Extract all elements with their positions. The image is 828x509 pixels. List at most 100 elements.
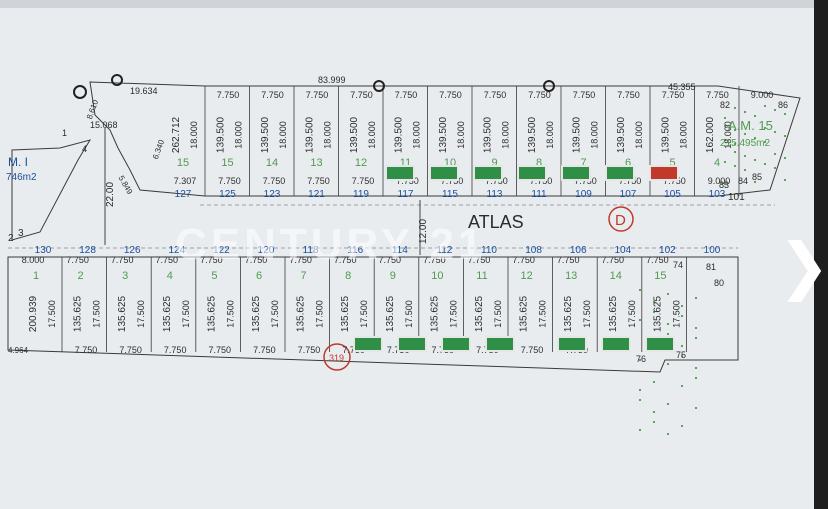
bottom-lot-depth: 135.625 [206,295,217,332]
top-lot-width: 18.000 [367,121,377,149]
bottom-lot-depth: 135.625 [429,295,440,332]
bottom-back-label: 7.750 [75,345,98,355]
sold-sign-icon [353,336,383,352]
bottom-back-label: 7.750 [521,345,544,355]
green-dot [694,296,698,300]
bottom-lot-width: 17.500 [136,300,146,328]
top-house-number: 127 [175,189,192,200]
top-frontage-label: 7.750 [261,90,284,100]
top-lot-width: 18.000 [590,121,600,149]
chevron-right-icon: ❯ [778,228,828,302]
top-left-length: 19.634 [130,86,158,96]
top-lot-number: 5 [669,157,675,169]
green-num-86: 86 [778,100,788,110]
survey-marker-icon [373,80,385,92]
corner-2: 2 [8,233,14,244]
top-frontage-label: 7.750 [306,90,329,100]
bottom-house-number: 100 [704,245,721,256]
bottom-lot-width: 17.500 [671,300,681,328]
top-lot-depth: 139.500 [527,116,538,153]
green-dot [763,104,767,108]
top-lot-depth: 162.000 [705,116,716,153]
bottom-house-number: 114 [392,245,408,256]
top-house-number: 121 [308,189,325,200]
sold-sign-icon [429,165,459,181]
top-lot-width: 18.000 [456,121,466,149]
green-num-83: 83 [719,180,729,190]
left-block-area: 746m2 [6,172,37,183]
sold-sign-markers [353,165,679,352]
bottom-house-number: 130 [35,245,52,256]
bottom-house-number: 116 [347,245,363,256]
green-dot [694,376,698,380]
bottom-frontage-label: 8.000 [22,255,45,265]
extra-num-74: 74 [673,260,683,270]
green-num-82: 82 [720,100,730,110]
bottom-lot-depth: 135.625 [251,295,262,332]
bottom-back-label: 7.750 [164,345,187,355]
green-dot [763,126,767,130]
green-dot [773,152,777,156]
top-lot-front: 7.750 [263,176,286,186]
green-dot [680,384,684,388]
top-house-number: 125 [219,189,236,200]
sold-sign-icon [601,336,631,352]
green-dot [783,178,787,182]
green-dot [743,154,747,158]
green-dot [773,166,777,170]
bottom-lot-width: 17.500 [627,300,637,328]
green-dot [680,354,684,358]
bottom-lot-number: 5 [211,270,217,282]
top-house-number: 119 [353,189,369,200]
extra-num-76: 76 [636,354,646,364]
top-lot-width: 18.000 [412,121,422,149]
corner-4: 4 [82,144,87,154]
bottom-lot-width: 17.500 [359,300,369,328]
manzana-circle [608,206,634,232]
green-num-84: 84 [738,176,748,186]
survey-marker-icon [73,85,87,99]
top-house-number: 107 [620,189,637,200]
bottom-lot-depth: 135.625 [652,295,663,332]
green-dot [753,136,757,140]
top-lot-front: 7.750 [218,176,241,186]
survey-marker-icon [543,80,555,92]
green-dot [652,380,656,384]
top-lot-width: 18.000 [323,121,333,149]
green-dot [783,112,787,116]
green-dot [638,398,642,402]
green-dot [666,322,670,326]
bottom-house-number: 102 [659,245,676,256]
top-lot-width: 18.000 [234,121,244,149]
bottom-house-number: 110 [481,245,497,256]
photo-frame-right [814,0,828,509]
sold-sign-icon [397,336,427,352]
bottom-lot-depth: 135.625 [519,295,530,332]
top-lot-depth: 139.500 [305,116,316,153]
top-lot-depth: 262.712 [171,116,182,153]
green-dot [733,150,737,154]
green-dot [666,332,670,336]
next-photo-button[interactable]: ❯ [778,229,828,302]
bottom-frontage-label: 7.750 [379,255,402,265]
green-area-size: 215.495m2 [720,138,770,149]
green-dot [638,388,642,392]
top-lot-number: 9 [491,157,497,169]
bottom-frontage-label: 7.750 [66,255,89,265]
bottom-lot-number: 13 [565,270,577,282]
green-dot [666,432,670,436]
street-width: 12.00 [418,219,429,244]
bottom-house-number: 104 [614,245,631,256]
bottom-house-number: 126 [124,245,141,256]
green-dot [652,310,656,314]
bottom-house-number: 118 [303,245,319,256]
bottom-lot-width: 17.500 [493,300,503,328]
manzana-label: D [615,212,626,229]
green-dot [733,164,737,168]
bottom-lot-depth: 200.939 [28,295,39,332]
green-dot [723,160,727,164]
bottom-lot-depth: 135.625 [563,295,574,332]
bottom-lot-number: 6 [256,270,262,282]
green-dot [753,158,757,162]
